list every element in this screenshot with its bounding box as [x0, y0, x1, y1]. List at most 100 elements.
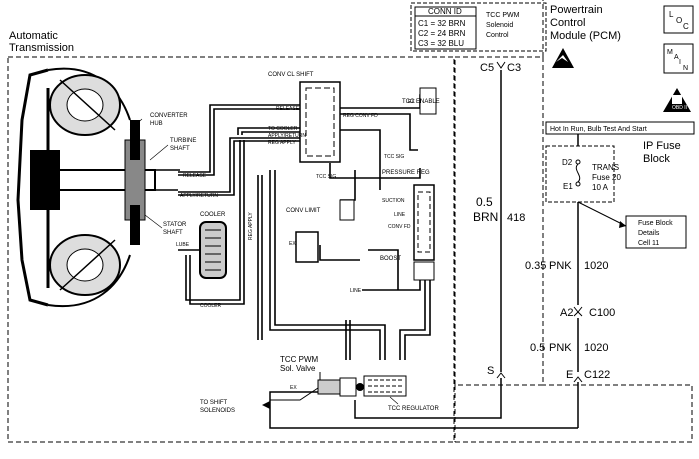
label-tcc-sig: TCC SIG — [316, 174, 336, 180]
label-lube: LUBE — [176, 242, 190, 248]
arrow-to-shift — [262, 401, 270, 409]
label-boost: BOOST — [380, 256, 401, 262]
hot-in-run-label: Hot In Run, Bulb Test And Start — [550, 126, 647, 133]
label-tcc-enable: TCC ENABLE — [402, 99, 440, 105]
conn-id-row: C2 = 24 BRN — [418, 29, 466, 38]
svg-text:C: C — [683, 22, 689, 31]
main-icon[interactable]: M A I N — [663, 43, 694, 74]
label-ex: EX — [408, 99, 415, 105]
fuse-block-details-text: Details — [638, 230, 660, 237]
svg-text:A: A — [674, 54, 679, 61]
wire-circuit: 1020 — [584, 342, 608, 354]
trans-fuse-label: 10 A — [592, 183, 609, 192]
fuse-block-details-text: Fuse Block — [638, 220, 673, 227]
label-converter-hub: HUB — [150, 121, 163, 127]
label-reg-apply: REG APPLY — [268, 140, 296, 146]
label-turbine-shaft: TURBINE — [170, 138, 196, 144]
conn-id-row: C1 = 32 BRN — [418, 19, 466, 28]
wire-circuit: 1020 — [584, 260, 608, 272]
esd-warning-icon — [552, 48, 574, 68]
fuse-block-details-link[interactable] — [625, 215, 687, 249]
label-tcc-pwm: Sol. Valve — [280, 364, 316, 373]
wire-color: PNK — [549, 342, 572, 354]
label-stator-shaft: STATOR — [163, 222, 187, 228]
hydraulic-passages — [178, 90, 432, 360]
conv-cl-shift-valve — [299, 81, 341, 163]
label-turbine-shaft: SHAFT — [170, 146, 190, 152]
label-pressure-reg: PRESSURE REG — [382, 170, 430, 176]
pcm-label: Module (PCM) — [550, 30, 621, 42]
c100-pin: A2 — [560, 307, 573, 319]
wire-size: 0.35 — [525, 260, 546, 272]
svg-text:M: M — [667, 49, 673, 56]
conn-id-table — [414, 6, 477, 50]
label-release: RELEASE — [183, 173, 207, 179]
pin-s: S — [487, 365, 494, 377]
pin-c122: C122 — [584, 369, 610, 381]
trans-fuse-label: Fuse 20 — [592, 173, 621, 182]
ip-fuse-block-label: Block — [643, 153, 670, 165]
label-cooler-bottom: COOLER — [200, 303, 222, 309]
wire-color: PNK — [549, 260, 572, 272]
label-ex: EX — [289, 241, 296, 247]
tcc-pwm-solenoid-valve — [317, 375, 407, 397]
label-release2: RELEASE — [276, 106, 300, 112]
ip-fuse-block-label: IP Fuse — [643, 140, 681, 152]
tcc-pwm-label: Solenoid — [486, 22, 513, 29]
c100-connector-icon — [573, 306, 583, 313]
c100-conn: C100 — [589, 307, 615, 319]
tcc-pwm-label: TCC PWM — [486, 12, 520, 19]
pin-e: E — [566, 369, 573, 381]
label-reg-apply-vertical: REG APPLY — [248, 212, 254, 240]
label-reg-conv-fd: REG CONV FD — [343, 113, 378, 119]
label-tcc-pwm: TCC PWM — [280, 355, 319, 364]
obd-icon: OBD II — [663, 88, 691, 112]
wire-color: BRN — [473, 210, 498, 224]
fuse-pin-e1: E1 — [563, 182, 573, 191]
pin-c5: C5 — [480, 62, 494, 74]
svg-text:I: I — [679, 59, 681, 66]
loc-icon[interactable]: L O C — [663, 5, 694, 34]
label-conv-fd: CONV FD — [388, 224, 411, 230]
conv-limit-valve — [295, 231, 319, 263]
wire-size: 0.5 — [476, 195, 493, 209]
pcm-label: Powertrain — [550, 4, 603, 16]
svg-text:L: L — [669, 10, 674, 19]
label-apply-return2: APPLY/RETURN — [268, 133, 306, 139]
label-tcc-sig: TCC SIG — [384, 154, 404, 160]
tcc-pwm-label: Control — [486, 32, 509, 39]
pressure-reg-valve — [413, 184, 435, 261]
ip-fuse-block-frame — [545, 145, 615, 203]
label-line: LINE — [394, 212, 406, 218]
pcm-label: Control — [550, 17, 585, 29]
conn-id-frame — [410, 2, 547, 52]
label-ex: EX — [290, 385, 297, 391]
svg-text:N: N — [683, 65, 688, 72]
pin-c3: C3 — [507, 62, 521, 74]
wire-circuit: 418 — [507, 212, 525, 224]
fuse-block-details-text: Cell 11 — [638, 240, 659, 247]
label-conv-cl-shift: CONV CL SHIFT — [268, 72, 314, 78]
tcc-enable-valve — [419, 87, 437, 115]
conn-id-header: CONN ID — [428, 7, 462, 16]
trans-fuse-label: TRANS — [592, 163, 619, 172]
fuse-element-icon — [575, 163, 581, 183]
label-apply-return: APPLY/RETURN — [180, 193, 218, 199]
pcm-inner-boundary — [454, 56, 544, 386]
title-automatic: Automatic — [9, 30, 58, 42]
title-transmission: Transmission — [9, 42, 74, 54]
label-to-shift: SOLENOIDS — [200, 408, 235, 414]
label-to-cooler: TO COOLER — [268, 126, 298, 132]
svg-text:OBD II: OBD II — [672, 105, 687, 111]
label-stator-shaft: SHAFT — [163, 230, 183, 236]
label-line2: LINE — [350, 288, 362, 294]
wire-size: 0.5 — [530, 342, 545, 354]
pcm-lower-boundary — [454, 384, 693, 443]
cooler-icon — [199, 221, 227, 279]
label-tcc-regulator: TCC REGULATOR — [388, 406, 439, 412]
svg-text:O: O — [676, 16, 682, 25]
conn-id-row: C3 = 32 BLU — [418, 39, 464, 48]
label-suction: SUCTION — [382, 198, 405, 204]
